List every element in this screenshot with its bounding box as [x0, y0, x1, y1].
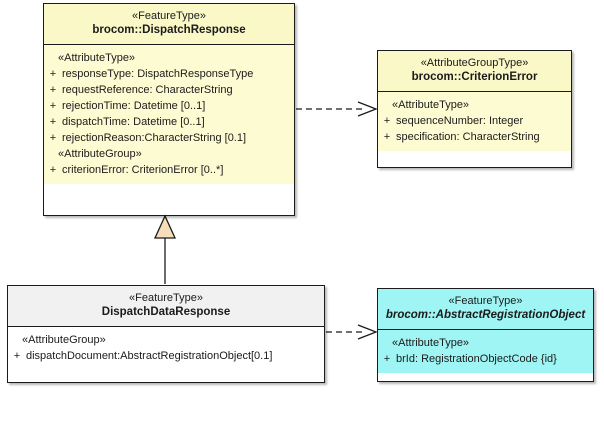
class-name: brocom::AbstractRegistrationObject [385, 309, 586, 321]
attribute-row: + requestReference: CharacterString [44, 82, 294, 98]
visibility-marker: + [383, 131, 391, 143]
hollow-triangle-arrowhead [153, 214, 177, 239]
attribute-row: + dispatchTime: Datetime [0..1] [44, 114, 294, 130]
class-header: «FeatureType» brocom::DispatchResponse [44, 4, 294, 45]
visibility-marker: + [49, 164, 57, 176]
visibility-marker: + [383, 115, 391, 127]
visibility-marker: + [49, 132, 57, 144]
attribute-text: dispatchTime: Datetime [0..1] [62, 116, 205, 128]
class-body: «AttributeGroup» + dispatchDocument:Abst… [8, 327, 324, 370]
attribute-text: brId: RegistrationObjectCode {id} [396, 353, 557, 365]
section-label-attributetype: «AttributeType» [392, 337, 470, 349]
attribute-text: rejectionReason:CharacterString [0.1] [62, 132, 247, 144]
class-stereotype: «FeatureType» [129, 292, 203, 304]
attribute-row: + criterionError: CriterionError [0..*] [44, 162, 294, 178]
dependency-dispatch-response-to-criterion-error [296, 101, 378, 117]
open-arrowhead [357, 324, 378, 340]
class-body: «AttributeType» + brId: RegistrationObje… [378, 330, 593, 373]
attribute-row: + sequenceNumber: Integer [378, 113, 571, 129]
class-stereotype: «FeatureType» [448, 295, 523, 307]
visibility-marker: + [49, 116, 57, 128]
visibility-marker: + [13, 350, 21, 362]
class-box-abstract-registration-object[interactable]: «FeatureType» brocom::AbstractRegistrati… [377, 288, 594, 382]
visibility-marker: + [383, 353, 391, 365]
class-stereotype: «AttributeGroupType» [420, 57, 529, 69]
class-stereotype: «FeatureType» [132, 10, 206, 22]
class-header: «FeatureType» DispatchDataResponse [8, 286, 324, 327]
class-header: «FeatureType» brocom::AbstractRegistrati… [378, 289, 593, 330]
attribute-text: criterionError: CriterionError [0..*] [62, 164, 224, 176]
attribute-row: + rejectionReason:CharacterString [0.1] [44, 130, 294, 146]
visibility-marker: + [49, 100, 57, 112]
open-arrowhead [357, 101, 378, 117]
attribute-row: + brId: RegistrationObjectCode {id} [378, 351, 593, 367]
class-box-dispatch-data-response[interactable]: «FeatureType» DispatchDataResponse «Attr… [7, 285, 325, 383]
attribute-row: + dispatchDocument:AbstractRegistrationO… [8, 348, 324, 364]
section-label-attributetype: «AttributeType» [58, 52, 136, 64]
attribute-row: + specification: CharacterString [378, 129, 571, 145]
class-header: «AttributeGroupType» brocom::CriterionEr… [378, 51, 571, 92]
class-box-criterion-error[interactable]: «AttributeGroupType» brocom::CriterionEr… [377, 50, 572, 168]
section-label-attributegroup: «AttributeGroup» [22, 334, 106, 346]
attribute-text: dispatchDocument:AbstractRegistrationObj… [26, 350, 273, 362]
attribute-row: + responseType: DispatchResponseType [44, 66, 294, 82]
class-body: «AttributeType» + responseType: Dispatch… [44, 45, 294, 184]
class-name: DispatchDataResponse [101, 306, 231, 318]
class-body: «AttributeType» + sequenceNumber: Intege… [378, 92, 571, 151]
class-name: brocom::CriterionError [411, 71, 538, 83]
section-label-attributetype: «AttributeType» [392, 99, 470, 111]
attribute-text: rejectionTime: Datetime [0..1] [62, 100, 206, 112]
section-label-attributegroup: «AttributeGroup» [58, 148, 142, 160]
class-box-dispatch-response[interactable]: «FeatureType» brocom::DispatchResponse «… [43, 3, 295, 216]
attribute-text: sequenceNumber: Integer [396, 115, 524, 127]
class-name: brocom::DispatchResponse [92, 24, 246, 36]
attribute-text: requestReference: CharacterString [62, 84, 233, 96]
attribute-text: specification: CharacterString [396, 131, 540, 143]
visibility-marker: + [49, 84, 57, 96]
attribute-row: + rejectionTime: Datetime [0..1] [44, 98, 294, 114]
dependency-dispatch-data-response-to-abstract-registration-object [326, 324, 378, 340]
visibility-marker: + [49, 68, 57, 80]
generalization-dispatch-data-response-to-dispatch-response [153, 214, 177, 284]
attribute-text: responseType: DispatchResponseType [62, 68, 254, 80]
